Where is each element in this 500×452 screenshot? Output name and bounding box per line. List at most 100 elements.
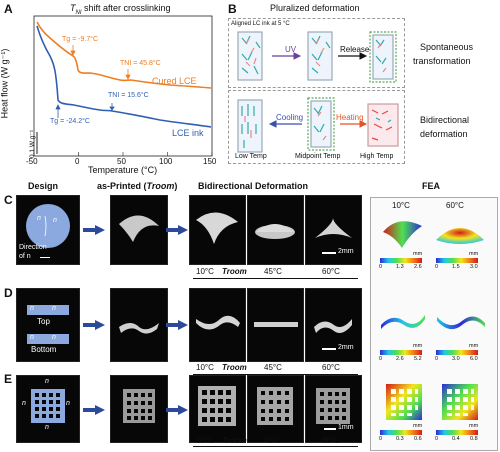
c-of-n-label: of n bbox=[19, 253, 31, 260]
c-cb2-2: 3.0 bbox=[470, 264, 478, 270]
e-design-photo bbox=[16, 375, 80, 443]
d-n-2: n bbox=[52, 305, 56, 312]
ink-tni-annotation: TNI = 15.6°C bbox=[108, 92, 149, 99]
release-strip bbox=[369, 31, 397, 83]
c-colorbar-60c bbox=[436, 258, 478, 263]
d-n-1: n bbox=[30, 305, 34, 312]
c-cb2-1: 1.5 bbox=[452, 264, 460, 270]
x-tick-4: 100 bbox=[159, 157, 173, 166]
e-arrow-1 bbox=[83, 405, 105, 415]
c-colorbar-10c bbox=[380, 258, 422, 263]
e-temp-troom: Troom bbox=[222, 436, 247, 445]
d-temp-troom: Troom bbox=[222, 363, 247, 372]
c-cb1-1: 1.3 bbox=[396, 264, 404, 270]
c-n-left: n bbox=[37, 215, 41, 222]
low-temp-strip bbox=[237, 99, 263, 153]
panel-a-title: TNI shift after crosslinking bbox=[70, 3, 171, 16]
c-45c-photo bbox=[247, 195, 304, 265]
x-tick-1: -50 bbox=[26, 157, 38, 166]
x-tick-5: 150 bbox=[203, 157, 217, 166]
x-tick-3: 50 bbox=[117, 157, 126, 166]
dsc-chart bbox=[33, 15, 213, 157]
d-cb-unit-2: mm bbox=[469, 343, 479, 349]
d-60c-twist bbox=[314, 319, 352, 333]
header-bidirectional: Bidirectional Deformation bbox=[198, 181, 309, 191]
e-scale-bar bbox=[324, 428, 336, 430]
e-n-bottom: n bbox=[45, 424, 49, 431]
spontaneous-label: Spontaneous bbox=[420, 42, 474, 52]
deformation-box-top bbox=[228, 18, 405, 88]
c-temp-10: 10°C bbox=[196, 267, 214, 276]
e-temp-axis bbox=[193, 446, 358, 447]
c-cb1-2: 2.6 bbox=[414, 264, 422, 270]
bidirectional-label: Bidirectional bbox=[420, 115, 470, 125]
c-arrow-2 bbox=[166, 225, 188, 235]
d-scale-bar bbox=[322, 348, 336, 350]
release-label: Release bbox=[340, 45, 370, 54]
e-printed-photo bbox=[110, 375, 168, 443]
uv-strip bbox=[307, 31, 333, 81]
lce-ink-curve bbox=[36, 25, 212, 128]
e-60c-lattice bbox=[316, 388, 350, 424]
transformation-label: transformation bbox=[413, 56, 471, 66]
d-arrow-1 bbox=[83, 320, 105, 330]
panel-label-c: C bbox=[4, 193, 13, 207]
cooling-label: Cooling bbox=[276, 113, 304, 122]
c-cb1-0: 0 bbox=[379, 264, 383, 270]
d-temp-10: 10°C bbox=[196, 363, 214, 372]
e-45c-lattice bbox=[257, 387, 293, 425]
d-cb1-0: 0 bbox=[379, 356, 383, 362]
d-bottom-label: Bottom bbox=[31, 345, 57, 354]
c-design-photo bbox=[16, 195, 80, 265]
e-temp-45: 45°C bbox=[264, 436, 282, 445]
d-cb1-1: 2.6 bbox=[396, 356, 404, 362]
c-10c-saddle bbox=[196, 212, 238, 244]
e-n-right: n bbox=[66, 400, 70, 407]
e-colorbar-10c bbox=[380, 430, 422, 435]
d-cb-unit-1: mm bbox=[413, 343, 423, 349]
c-printed-saddle bbox=[119, 215, 159, 242]
c-direction-label: Direction bbox=[19, 244, 47, 251]
panel-label-b: B bbox=[228, 2, 237, 16]
d-45c-flat bbox=[254, 322, 298, 327]
header-fea: FEA bbox=[422, 181, 440, 191]
c-cb2-0: 0 bbox=[435, 264, 439, 270]
c-fea-60c bbox=[436, 228, 484, 244]
e-cb2-2: 0.8 bbox=[470, 436, 478, 442]
d-n-3: n bbox=[30, 334, 34, 341]
d-45c-photo bbox=[247, 288, 304, 362]
c-temp-troom: Troom bbox=[222, 267, 247, 276]
e-10c-lattice bbox=[198, 386, 236, 426]
e-printed-lattice bbox=[123, 389, 155, 423]
d-top-label: Top bbox=[37, 317, 50, 326]
x-axis-label: Temperature (°C) bbox=[88, 165, 158, 175]
e-cb-unit-1: mm bbox=[413, 423, 423, 429]
e-colorbar-60c bbox=[436, 430, 478, 435]
c-60c-cone bbox=[315, 218, 352, 238]
d-temp-60: 60°C bbox=[322, 363, 340, 372]
e-cb2-0: 0 bbox=[435, 436, 439, 442]
d-arrow-2 bbox=[166, 320, 188, 330]
scale-bar-label: 0.1 W g⁻¹ bbox=[29, 130, 36, 158]
d-n-4: n bbox=[52, 334, 56, 341]
e-design-lattice bbox=[31, 389, 65, 423]
deformation-box-bottom bbox=[228, 90, 405, 164]
deformation-label: deformation bbox=[420, 129, 468, 139]
cured-tg-annotation: Tg = -9.7°C bbox=[62, 36, 99, 43]
e-60c-photo bbox=[305, 375, 362, 443]
c-design-disk bbox=[26, 204, 70, 248]
d-cb2-1: 3.0 bbox=[452, 356, 460, 362]
e-cb1-1: 0.3 bbox=[396, 436, 404, 442]
d-temp-45: 45°C bbox=[264, 363, 282, 372]
fea-10c-header: 10°C bbox=[392, 201, 410, 210]
c-cb-unit-1: mm bbox=[413, 251, 423, 257]
low-temp-label: Low Temp bbox=[235, 153, 267, 160]
d-fea-60c bbox=[437, 316, 485, 330]
c-temp-60: 60°C bbox=[322, 267, 340, 276]
cured-tni-annotation: TNI = 45.8°C bbox=[120, 60, 161, 67]
d-temp-axis bbox=[193, 374, 358, 375]
d-cb1-2: 5.2 bbox=[414, 356, 422, 362]
c-printed-photo bbox=[110, 195, 168, 265]
e-arrow-2 bbox=[166, 405, 188, 415]
d-colorbar-10c bbox=[380, 350, 422, 355]
